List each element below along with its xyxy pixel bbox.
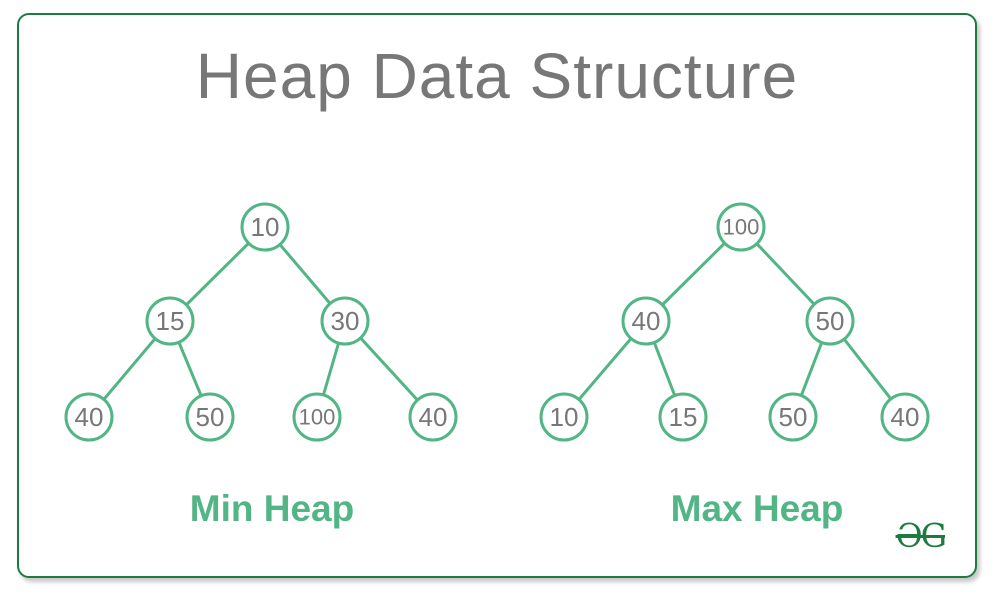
node-value: 40	[419, 402, 448, 432]
node-value: 10	[550, 402, 579, 432]
node-circle	[658, 392, 708, 442]
node-circle	[805, 296, 855, 346]
max-heap-label: Max Heap	[670, 488, 844, 529]
max-heap-node: 100	[716, 202, 766, 252]
min-heap-node: 40	[408, 392, 458, 442]
geeksforgeeks-logo: ƏG	[895, 516, 947, 555]
node-circle	[320, 296, 370, 346]
min-heap-node: 15	[145, 296, 195, 346]
diagram-card: Heap Data Structure Min Heap Max Heap ƏG	[17, 13, 977, 578]
max-heap-node: 40	[621, 296, 671, 346]
node-value: 40	[632, 306, 661, 336]
max-heap-node: 10	[539, 392, 589, 442]
node-circle	[716, 202, 766, 252]
min-heap-node: 40	[64, 392, 114, 442]
node-circle	[185, 392, 235, 442]
min-heap-node: 100	[292, 392, 342, 442]
node-value: 50	[779, 402, 808, 432]
node-value: 50	[816, 306, 845, 336]
max-heap-node: 15	[658, 392, 708, 442]
min-heap-node: 50	[185, 392, 235, 442]
node-circle	[408, 392, 458, 442]
min-heap-node: 30	[320, 296, 370, 346]
min-heap-label: Min Heap	[189, 488, 355, 529]
node-circle	[539, 392, 589, 442]
node-circle	[64, 392, 114, 442]
node-circle	[880, 392, 930, 442]
node-value: 15	[669, 402, 698, 432]
node-value: 40	[75, 402, 104, 432]
max-heap-node: 50	[805, 296, 855, 346]
page-title: Heap Data Structure	[195, 40, 799, 112]
node-value: 40	[891, 402, 920, 432]
node-value: 50	[196, 402, 225, 432]
node-value: 100	[299, 405, 336, 430]
min-heap-node: 10	[240, 202, 290, 252]
node-value: 15	[156, 306, 185, 336]
node-circle	[292, 392, 342, 442]
node-circle	[145, 296, 195, 346]
node-circle	[768, 392, 818, 442]
node-value: 100	[723, 215, 760, 240]
node-value: 30	[331, 306, 360, 336]
node-circle	[621, 296, 671, 346]
max-heap-node: 40	[880, 392, 930, 442]
node-circle	[240, 202, 290, 252]
node-value: 10	[251, 212, 280, 242]
max-heap-node: 50	[768, 392, 818, 442]
